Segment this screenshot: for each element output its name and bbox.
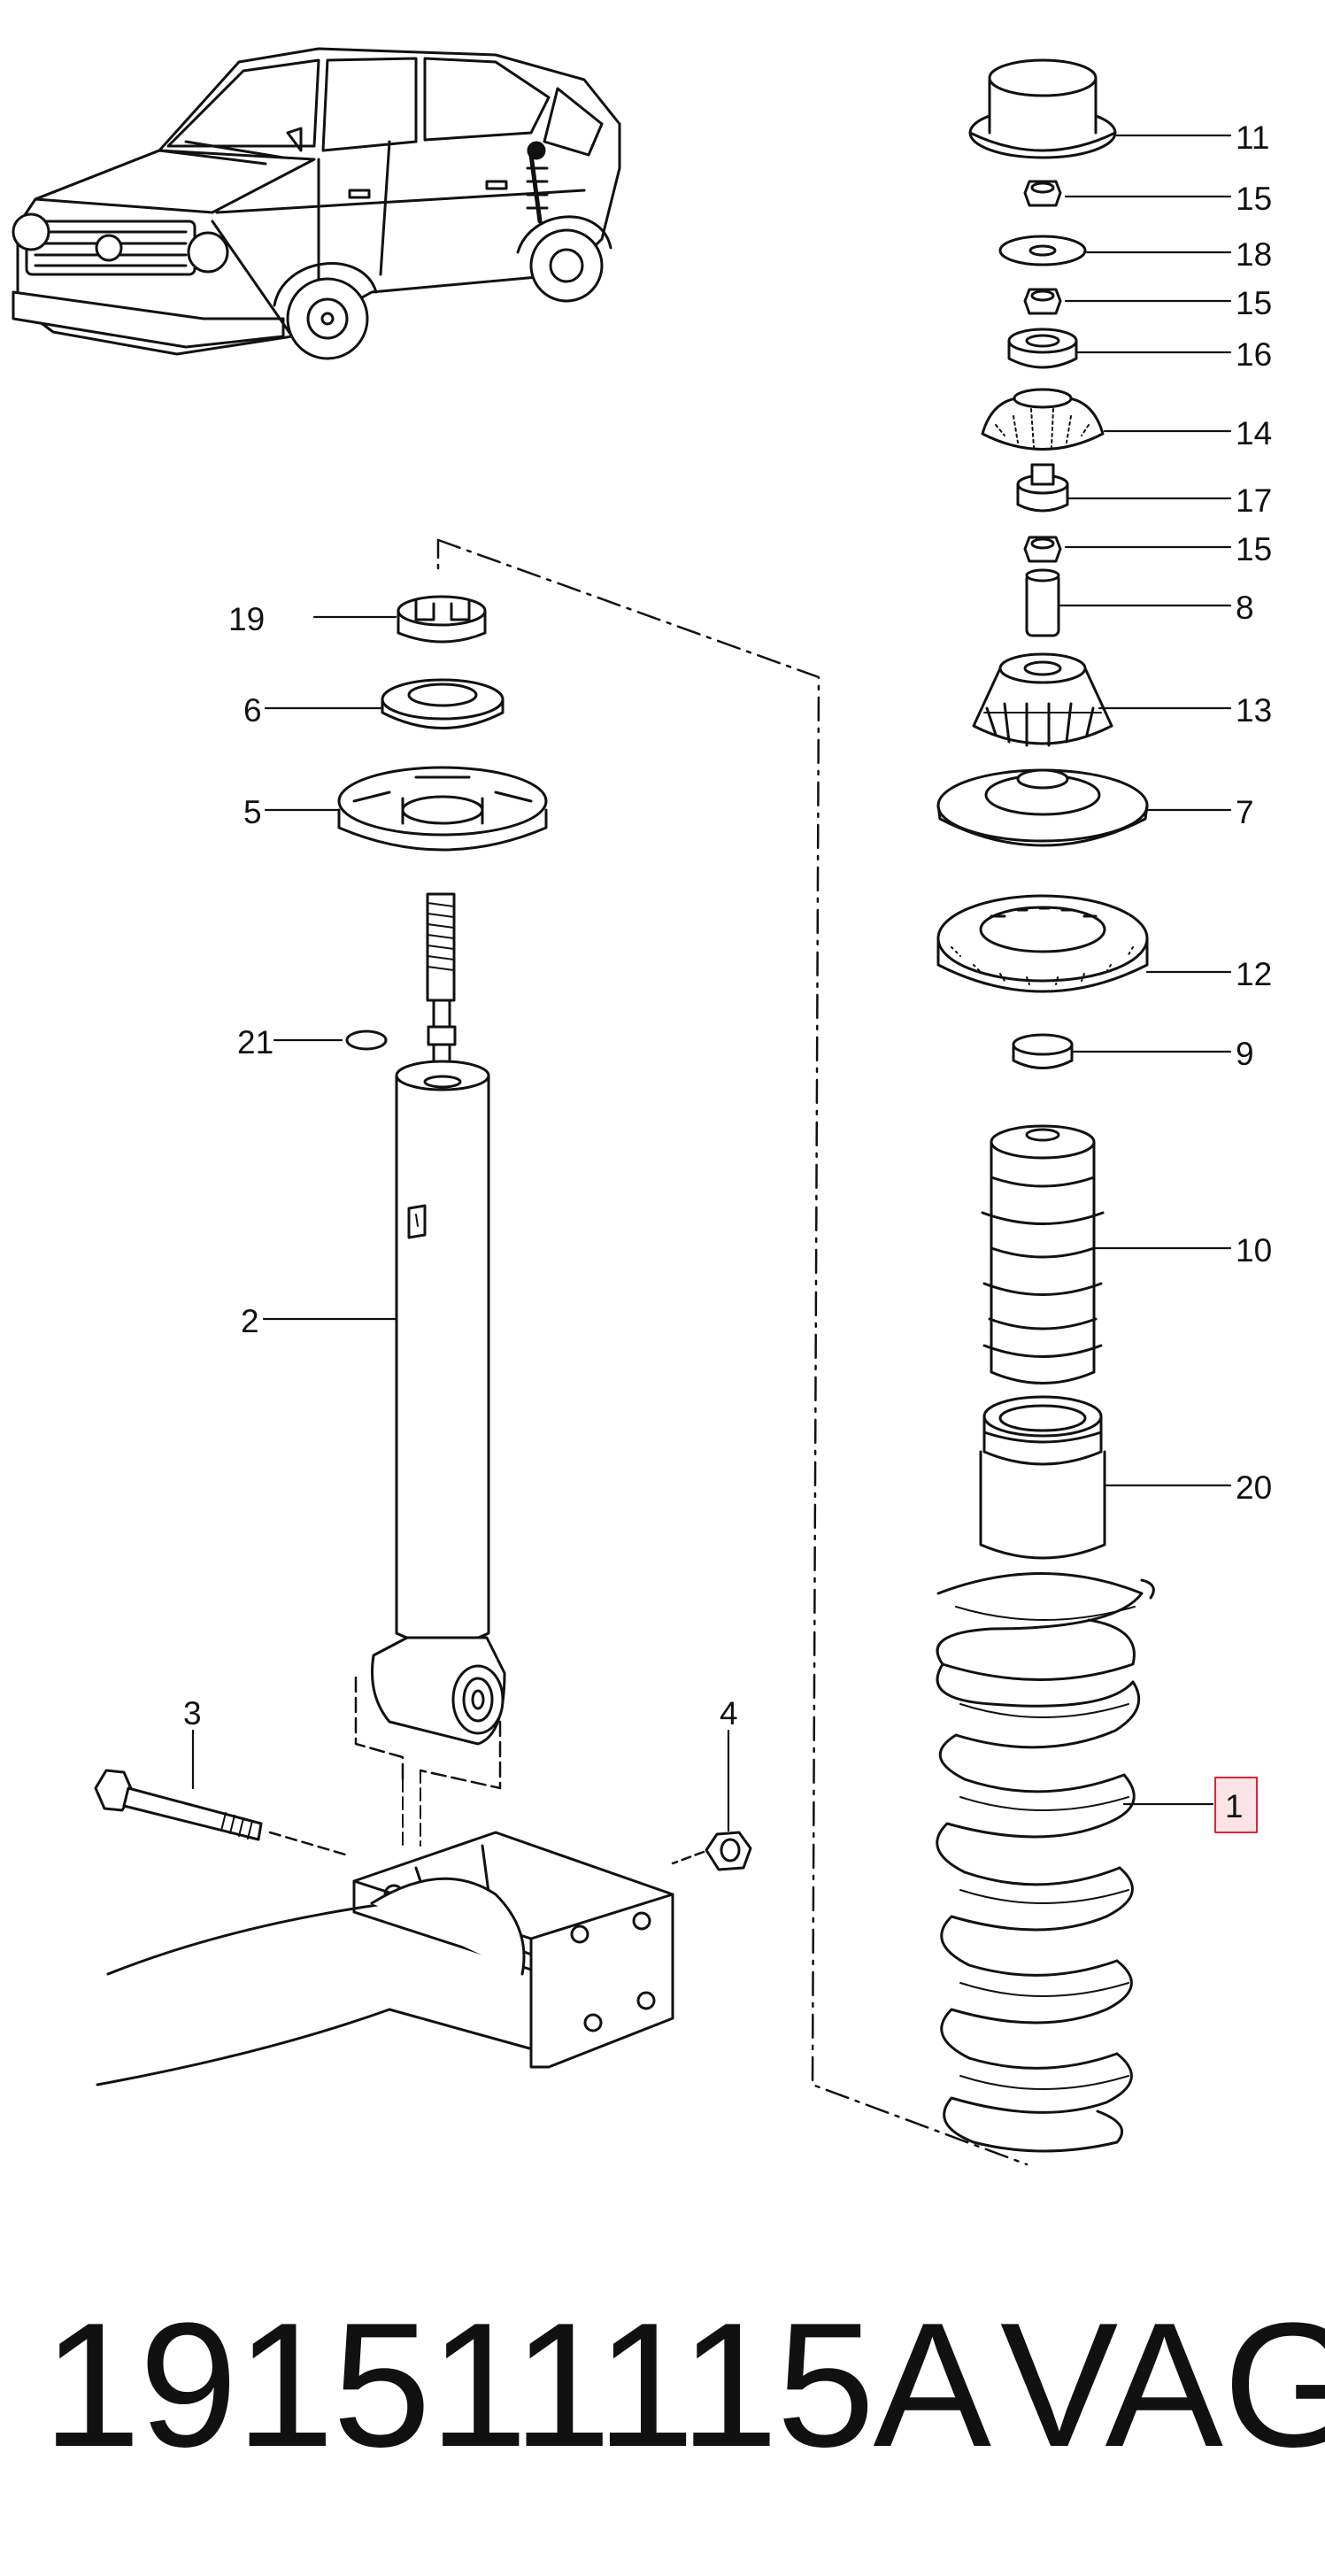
part-19-cap — [397, 595, 487, 644]
assembly-outline — [436, 538, 1028, 2166]
part-15-nut-b — [1023, 288, 1062, 315]
part-6-seat — [381, 678, 505, 729]
callout-21: 21 — [237, 1024, 273, 1060]
part-20-dust-boot — [979, 1395, 1106, 1560]
callout-15-a: 15 — [1236, 181, 1272, 217]
callout-9: 9 — [1236, 1036, 1254, 1072]
part-3-bolt — [94, 1769, 347, 1856]
part-16-bushing — [1007, 328, 1078, 369]
part-15-nut-c — [1023, 536, 1062, 563]
callout-1: 1 — [1225, 1788, 1244, 1824]
footer-caption: 191511115A VAG — [0, 2284, 1325, 2487]
callout-4: 4 — [720, 1695, 738, 1731]
leader-lines — [191, 134, 1232, 1832]
part-4-nut — [671, 1831, 752, 1871]
part-12-foam-ring — [936, 894, 1149, 993]
part-2-shock-absorber — [370, 1060, 506, 1746]
callout-17: 17 — [1236, 482, 1272, 519]
part-21-circlip — [345, 1030, 388, 1051]
part-7-spring-plate — [936, 768, 1149, 847]
callout-13: 13 — [1236, 692, 1272, 729]
callout-19: 19 — [228, 601, 265, 637]
part-13-rubber-bushing — [972, 652, 1113, 747]
callout-10: 10 — [1236, 1232, 1272, 1269]
callout-7: 7 — [1236, 794, 1254, 830]
shock-piston-rod — [426, 892, 457, 1073]
callout-20: 20 — [1236, 1469, 1272, 1506]
part-15-nut-a — [1023, 180, 1062, 207]
callout-2: 2 — [241, 1303, 259, 1339]
highlight-box-1 — [1214, 1777, 1258, 1833]
part-number: 191511115A — [42, 2287, 991, 2484]
part-5-upper-mount — [337, 766, 548, 852]
rear-axle-bracket — [96, 1831, 674, 2086]
callout-6: 6 — [243, 692, 262, 729]
part-8-sleeve — [1025, 568, 1060, 637]
part-9-bump-stop-ring — [1012, 1033, 1074, 1069]
callout-18: 18 — [1236, 236, 1272, 273]
part-17-spacer — [1016, 463, 1069, 513]
part-1-coil-spring — [936, 1572, 1155, 2153]
callout-5: 5 — [243, 794, 262, 830]
part-14-rubber-mount — [981, 388, 1105, 451]
callout-labels: 11 15 18 15 16 14 17 15 8 13 7 12 9 10 2… — [183, 120, 1272, 1824]
callout-15-c: 15 — [1236, 531, 1272, 567]
callout-12: 12 — [1236, 956, 1272, 992]
callout-14: 14 — [1236, 415, 1272, 451]
part-11-cap — [968, 58, 1117, 159]
callout-8: 8 — [1236, 590, 1254, 626]
part-18-washer — [998, 235, 1087, 266]
callout-3: 3 — [183, 1695, 202, 1731]
callout-16: 16 — [1236, 336, 1272, 373]
callout-11: 11 — [1236, 120, 1269, 156]
brand-name: VAG — [1000, 2287, 1325, 2484]
callout-15-b: 15 — [1236, 285, 1272, 321]
part-10-bump-stop — [981, 1124, 1105, 1384]
car-illustration — [12, 47, 621, 360]
